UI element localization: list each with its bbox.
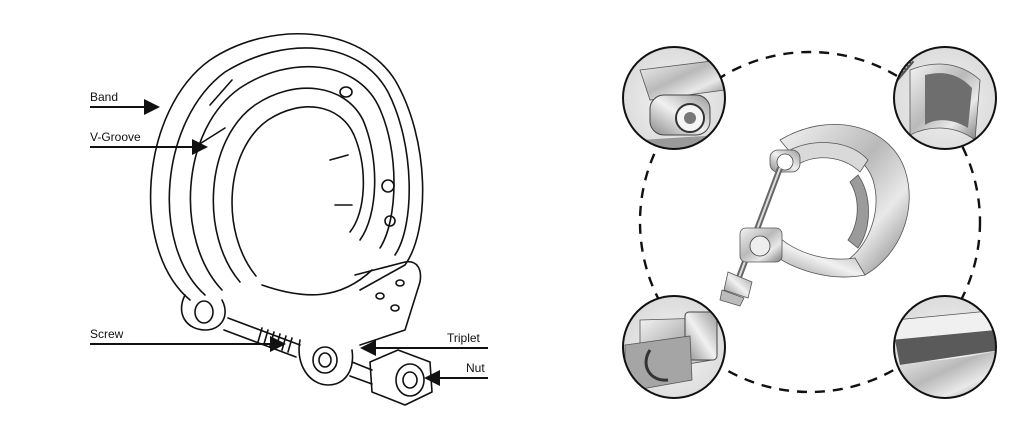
band-label: Band	[90, 90, 119, 104]
screw-label: Screw	[90, 327, 124, 341]
v-groove-ring	[212, 87, 376, 283]
band-hole	[384, 215, 396, 227]
detail-nut	[623, 296, 725, 398]
band-outer	[149, 32, 424, 301]
nut-label: Nut	[466, 361, 485, 375]
band-outer-edge	[168, 47, 410, 296]
clamp-photo	[719, 124, 910, 307]
clamp-photo-panel	[622, 46, 997, 399]
triplet-label: Triplet	[447, 331, 480, 345]
detail-trunnion	[623, 47, 725, 149]
detail-band-edge	[894, 47, 996, 149]
band-hole	[381, 179, 395, 193]
band-hole	[339, 86, 353, 98]
nut	[369, 349, 433, 406]
v-groove-label: V-Groove	[90, 130, 141, 144]
screw-shaft	[227, 317, 301, 346]
detail-v-groove	[894, 296, 996, 398]
dashed-ring	[638, 50, 982, 394]
clamp-schematic	[90, 32, 488, 406]
triplet-plate	[354, 260, 422, 346]
